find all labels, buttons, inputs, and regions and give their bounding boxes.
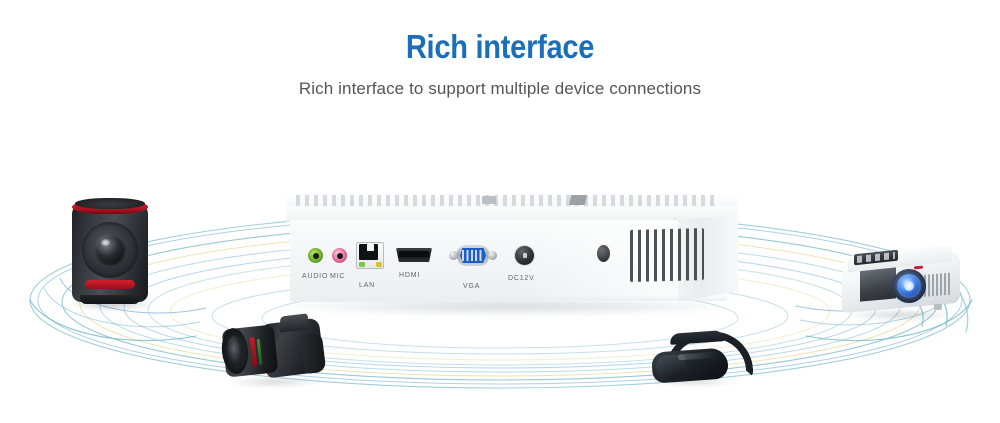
peripheral-dslr-camera bbox=[219, 313, 327, 387]
projector-lens-glow bbox=[904, 281, 914, 291]
port-vga[interactable] bbox=[449, 245, 497, 266]
peripheral-live-camera bbox=[68, 198, 154, 310]
lan-notch bbox=[367, 244, 374, 251]
port-label-hdmi: HDMI bbox=[399, 272, 421, 279]
peripheral-vr-headset bbox=[648, 328, 754, 386]
device-base-edge bbox=[292, 294, 728, 301]
page-title: Rich interface bbox=[405, 28, 595, 65]
lan-cavity bbox=[359, 244, 378, 260]
power-button[interactable] bbox=[597, 245, 610, 262]
page-subtitle: Rich interface to support multiple devic… bbox=[298, 79, 702, 98]
lan-led-green bbox=[358, 261, 365, 267]
hdmi-cavity bbox=[399, 251, 429, 257]
dslr-pentaprism bbox=[279, 313, 309, 333]
vga-screw-right bbox=[488, 251, 497, 260]
vr-shadow bbox=[652, 377, 736, 386]
port-dc12v[interactable] bbox=[515, 246, 534, 265]
port-hdmi[interactable] bbox=[396, 248, 432, 262]
mini-pc-device: AUDIO MIC LAN HDMI VGA DC12V bbox=[286, 193, 738, 315]
port-mic[interactable] bbox=[332, 248, 347, 263]
projector-shadow bbox=[846, 310, 954, 320]
vga-screw-left bbox=[449, 251, 458, 260]
port-label-mic: MIC bbox=[330, 273, 346, 280]
port-lan[interactable] bbox=[356, 242, 384, 269]
mic-jack-hole bbox=[336, 252, 343, 259]
lan-led-yellow bbox=[375, 261, 382, 267]
dc-center-pin bbox=[522, 253, 527, 258]
top-vent-slots bbox=[296, 195, 718, 206]
header: Rich interface Rich interface to support… bbox=[0, 0, 1000, 100]
top-vent-mark-1 bbox=[482, 196, 496, 204]
side-vent-slots bbox=[630, 228, 704, 282]
port-label-vga: VGA bbox=[463, 283, 481, 290]
peripheral-projector bbox=[838, 244, 964, 320]
camera-top-cap bbox=[75, 198, 145, 209]
camera-lens-glint bbox=[101, 239, 110, 246]
device-port-panel: AUDIO MIC LAN HDMI VGA DC12V bbox=[290, 220, 678, 302]
port-label-audio: AUDIO bbox=[302, 273, 329, 280]
projector-foot bbox=[934, 304, 942, 310]
projector-front-panel bbox=[860, 266, 896, 302]
port-audio[interactable] bbox=[308, 248, 323, 263]
camera-lens bbox=[94, 234, 126, 266]
dslr-shadow bbox=[228, 377, 320, 387]
dslr-hand-grip bbox=[299, 331, 327, 375]
top-vent-mark-2 bbox=[568, 195, 588, 205]
vga-pin-holes bbox=[462, 250, 484, 261]
port-label-lan: LAN bbox=[359, 282, 376, 289]
camera-red-indicator bbox=[85, 280, 135, 289]
audio-jack-hole bbox=[312, 252, 319, 259]
port-label-dc12v: DC12V bbox=[508, 275, 535, 282]
camera-base bbox=[80, 295, 140, 304]
